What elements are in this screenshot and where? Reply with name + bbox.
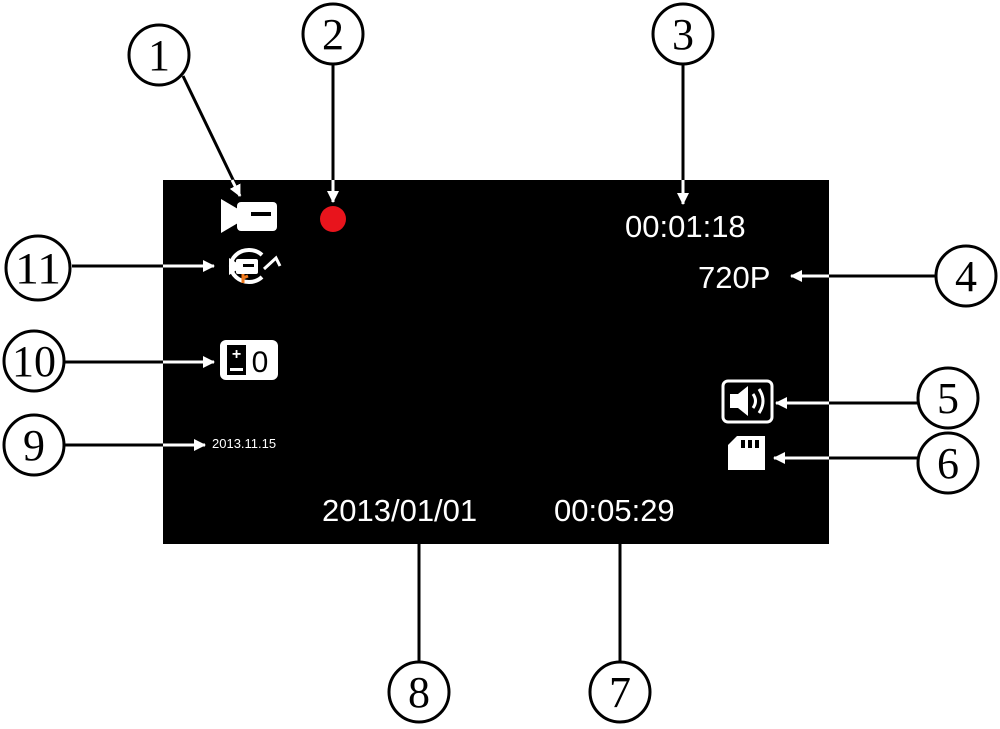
callout-number: 11 <box>15 244 61 293</box>
callout-number: 1 <box>148 31 170 80</box>
callout-number: 10 <box>12 337 56 386</box>
exposure-compensation-icon: + 0 <box>220 340 278 380</box>
current-date: 2013/01/01 <box>322 493 477 528</box>
leader-line-1 <box>181 75 240 191</box>
callout-number: 8 <box>408 668 430 717</box>
leader-arrow-1 <box>229 179 242 197</box>
callout-number: 7 <box>609 668 631 717</box>
callout-number: 3 <box>672 10 694 59</box>
loop-recording-icon <box>229 248 282 284</box>
callout-8: 8 <box>387 660 451 724</box>
callout-number: 4 <box>955 252 977 301</box>
callout-9: 9 <box>2 413 66 477</box>
callout-2: 2 <box>301 2 365 66</box>
current-clock: 00:05:29 <box>554 493 675 528</box>
resolution-label: 720P <box>698 260 770 295</box>
sd-card-icon <box>728 436 765 470</box>
callout-number: 6 <box>937 439 959 488</box>
exposure-value: 0 <box>252 346 269 379</box>
date-stamp: 2013.11.15 <box>212 436 276 451</box>
callout-3: 3 <box>651 2 715 66</box>
record-dot-icon <box>320 206 346 232</box>
callout-11: 11 <box>4 234 72 302</box>
callout-5: 5 <box>916 366 980 430</box>
speaker-icon <box>721 379 774 424</box>
callout-7: 7 <box>588 660 652 724</box>
video-camera-icon <box>221 199 277 233</box>
callout-1: 1 <box>127 23 191 87</box>
callout-4: 4 <box>934 244 998 308</box>
callout-number: 9 <box>23 421 45 470</box>
callout-10: 10 <box>2 329 66 393</box>
svg-text:+: + <box>232 346 241 363</box>
callout-number: 5 <box>937 374 959 423</box>
callout-number: 2 <box>322 10 344 59</box>
callout-6: 6 <box>916 431 980 495</box>
elapsed-time: 00:01:18 <box>625 209 746 244</box>
